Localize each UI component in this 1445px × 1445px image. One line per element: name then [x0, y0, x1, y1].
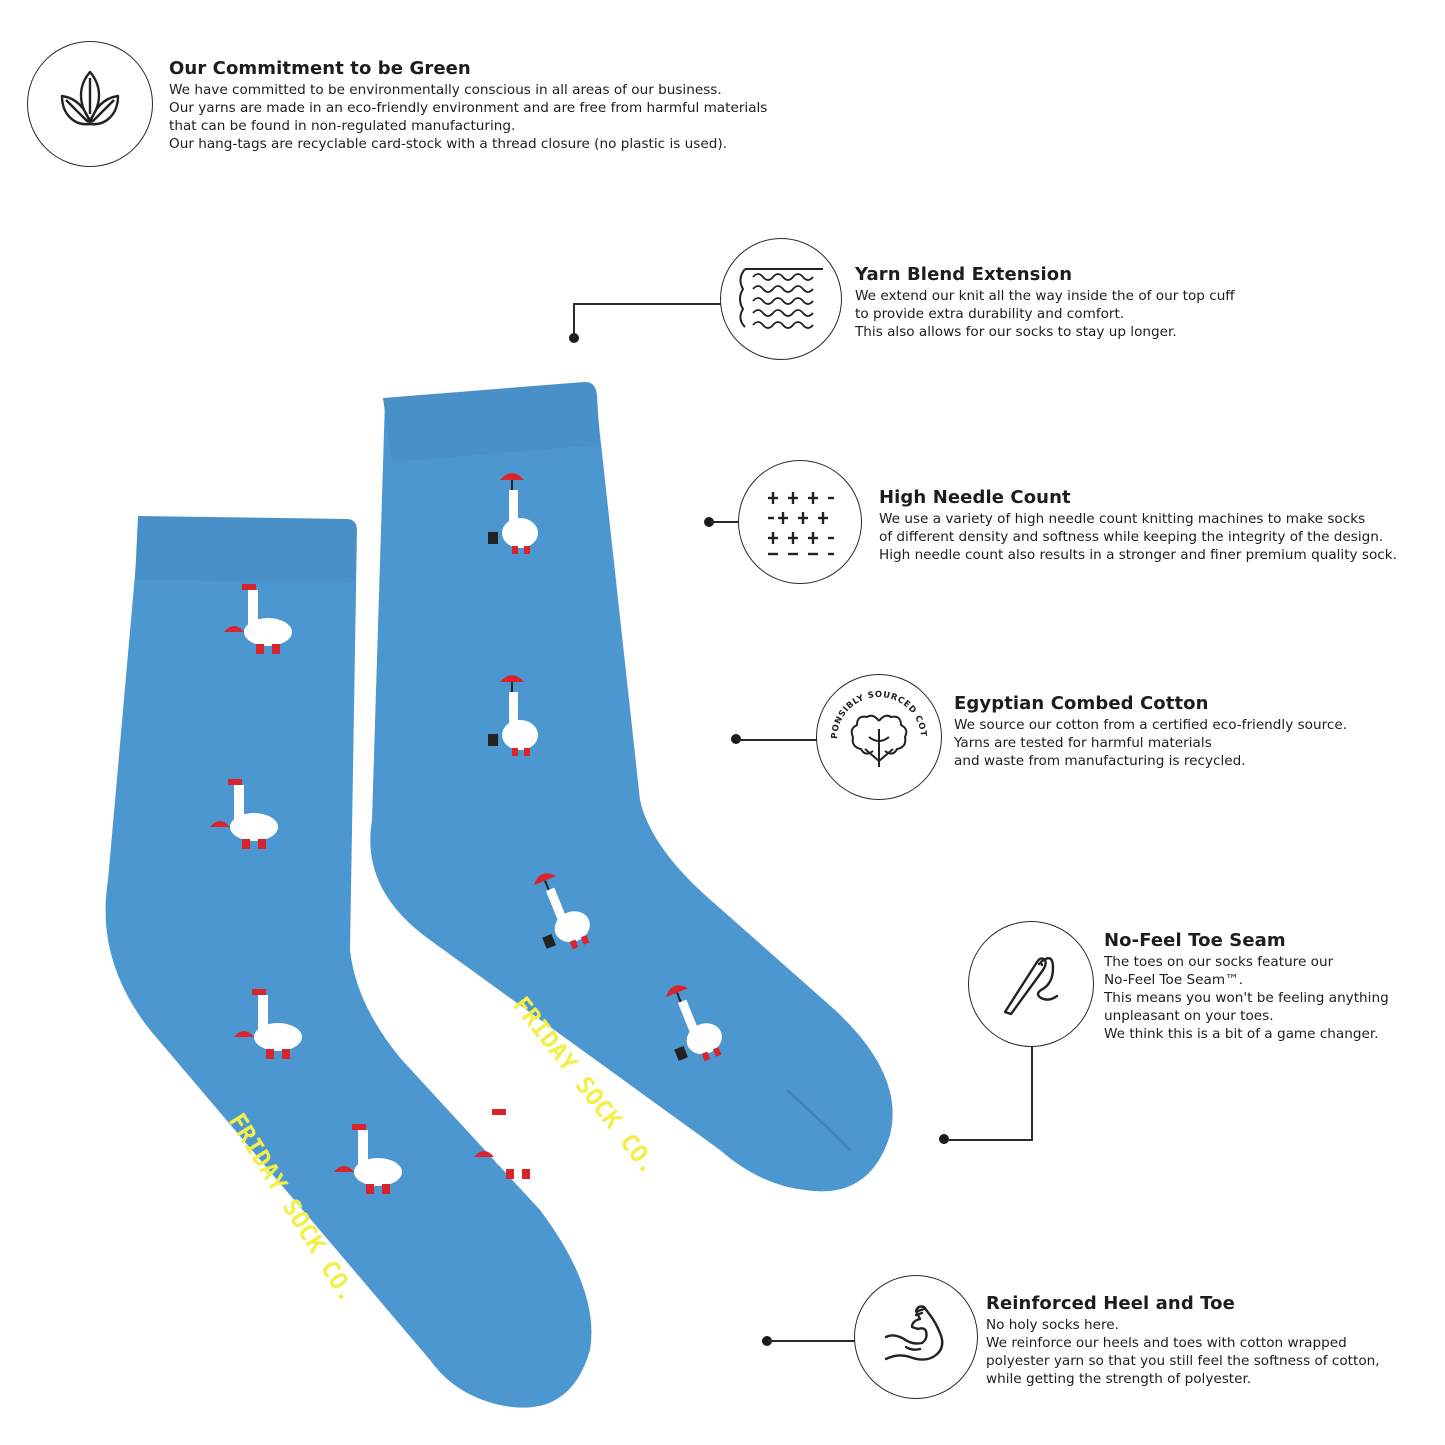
callout-line — [945, 1139, 1033, 1141]
feature-line: polyester yarn so that you still feel th… — [986, 1353, 1380, 1369]
cotton-badge-text: RESPONSIBLY SOURCED COTTON — [819, 677, 927, 739]
goose-motifs — [210, 473, 722, 1194]
cotton-badge-circle: RESPONSIBLY SOURCED COTTON — [816, 674, 942, 800]
leaf-icon — [60, 70, 120, 126]
feature-line: The toes on our socks feature our — [1104, 954, 1334, 970]
needle-thread-icon-circle — [968, 921, 1094, 1047]
needle-grid-icon-circle — [738, 460, 862, 584]
feature-title: Yarn Blend Extension — [855, 264, 1073, 285]
commitment-line: Our yarns are made in an eco-friendly en… — [169, 100, 768, 116]
feature-line: We use a variety of high needle count kn… — [879, 511, 1366, 527]
feature-title: No-Feel Toe Seam — [1104, 930, 1286, 951]
callout-dot — [704, 517, 714, 527]
callout-line — [573, 303, 575, 337]
feature-line: unpleasant on your toes. — [1104, 1008, 1274, 1024]
feature-yarn-blend: Yarn Blend Extension We extend our knit … — [855, 264, 1235, 341]
callout-line — [573, 303, 721, 305]
sock-right — [370, 382, 893, 1192]
sock-left-cuff — [135, 516, 357, 582]
feature-line: No holy socks here. — [986, 1317, 1119, 1333]
commitment-line: We have committed to be environmentally … — [169, 82, 722, 98]
feature-line: This means you won't be feeling anything — [1104, 990, 1389, 1006]
commitment-line: that can be found in non-regulated manuf… — [169, 118, 516, 134]
flexed-arm-icon-circle — [854, 1275, 978, 1399]
sock-left — [105, 518, 592, 1408]
feature-line: Yarns are tested for harmful materials — [954, 735, 1212, 751]
feature-line: We source our cotton from a certified ec… — [954, 717, 1348, 733]
callout-line — [710, 521, 740, 523]
needle-grid-icon — [768, 492, 834, 556]
feature-line: to provide extra durability and comfort. — [855, 306, 1125, 322]
leaf-icon-circle — [27, 41, 153, 167]
feature-line: while getting the strength of polyester. — [986, 1371, 1252, 1387]
callout-dot — [731, 734, 741, 744]
knit-icon-circle — [720, 238, 842, 360]
callout-line — [1031, 1046, 1033, 1140]
feature-line: of different density and softness while … — [879, 529, 1384, 545]
callout-line — [768, 1340, 856, 1342]
callout-dot — [569, 333, 579, 343]
callout-dot — [762, 1336, 772, 1346]
feature-heel-toe: Reinforced Heel and Toe No holy socks he… — [986, 1293, 1380, 1388]
svg-text:RESPONSIBLY SOURCED COTTON: RESPONSIBLY SOURCED COTTON — [819, 677, 928, 739]
commitment-block: Our Commitment to be Green We have commi… — [169, 58, 767, 153]
flexed-arm-icon — [884, 1305, 944, 1361]
callout-dot — [939, 1134, 949, 1144]
feature-line: No-Feel Toe Seam™. — [1104, 972, 1244, 988]
sock-right-cuff — [383, 381, 600, 462]
feature-line: This also allows for our socks to stay u… — [855, 324, 1177, 340]
feature-cotton: Egyptian Combed Cotton We source our cot… — [954, 693, 1347, 770]
feature-line: We extend our knit all the way inside th… — [855, 288, 1235, 304]
commitment-line: Our hang-tags are recyclable card-stock … — [169, 136, 727, 152]
commitment-title: Our Commitment to be Green — [169, 58, 471, 79]
feature-title: Reinforced Heel and Toe — [986, 1293, 1235, 1314]
feature-toe-seam: No-Feel Toe Seam The toes on our socks f… — [1104, 930, 1389, 1043]
feature-line: High needle count also results in a stro… — [879, 547, 1397, 563]
feature-line: We reinforce our heels and toes with cot… — [986, 1335, 1347, 1351]
feature-line: and waste from manufacturing is recycled… — [954, 753, 1246, 769]
feature-line: We think this is a bit of a game changer… — [1104, 1026, 1379, 1042]
cotton-flower-icon: RESPONSIBLY SOURCED COTTON — [819, 677, 928, 767]
feature-title: High Needle Count — [879, 487, 1071, 508]
feature-needle-count: High Needle Count We use a variety of hi… — [879, 487, 1397, 564]
callout-line — [737, 739, 817, 741]
needle-thread-icon — [1003, 956, 1059, 1016]
feature-title: Egyptian Combed Cotton — [954, 693, 1209, 714]
knit-icon — [739, 268, 823, 329]
